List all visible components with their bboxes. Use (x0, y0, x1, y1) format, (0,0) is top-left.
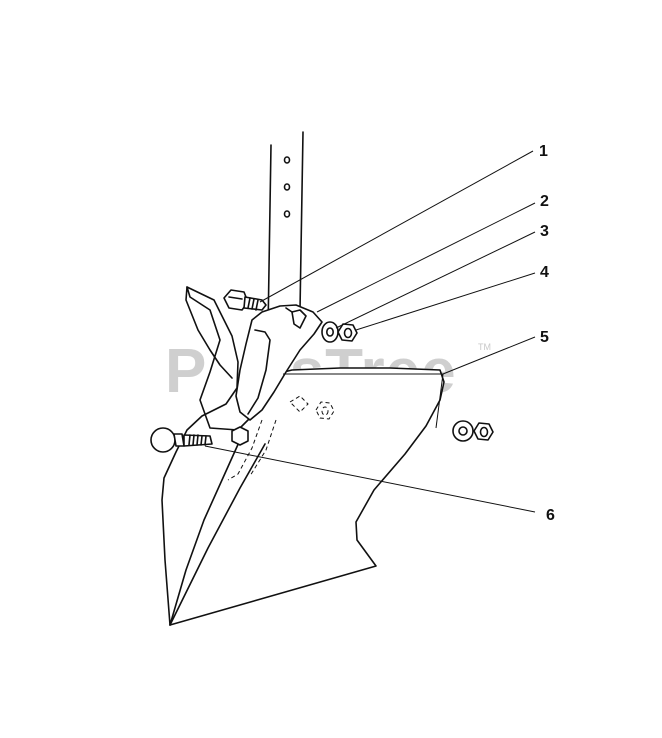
lock-washer (321, 321, 339, 343)
leader-3 (335, 231, 536, 329)
leader-5 (442, 336, 536, 375)
watermark-trademark: TM (478, 342, 491, 352)
shank-hole-1 (283, 156, 291, 164)
callout-3: 3 (540, 223, 549, 240)
shank (267, 131, 304, 331)
callout-labels: 1 2 3 4 5 6 (539, 143, 555, 524)
carriage-bolt (150, 426, 249, 453)
shank-hole-2 (283, 183, 291, 191)
leader-lines (204, 150, 536, 513)
leader-4 (355, 272, 536, 331)
leader-5c (435, 373, 444, 429)
callout-2: 2 (540, 193, 549, 210)
callout-4: 4 (540, 264, 549, 281)
hex-nut (337, 323, 358, 342)
callout-5: 5 (540, 329, 549, 346)
mounting-bracket (235, 304, 323, 421)
leader-2 (316, 202, 536, 313)
leader-6 (204, 445, 536, 513)
hex-bolt (223, 289, 267, 311)
hidden-nut (315, 401, 335, 420)
plow-blade (161, 286, 445, 626)
leader-1 (259, 150, 534, 303)
callout-6: 6 (546, 507, 555, 524)
washer-nut-pair (452, 420, 494, 442)
shank-hole-3 (283, 210, 291, 218)
hidden-lines (227, 395, 309, 481)
callout-1: 1 (539, 143, 548, 160)
